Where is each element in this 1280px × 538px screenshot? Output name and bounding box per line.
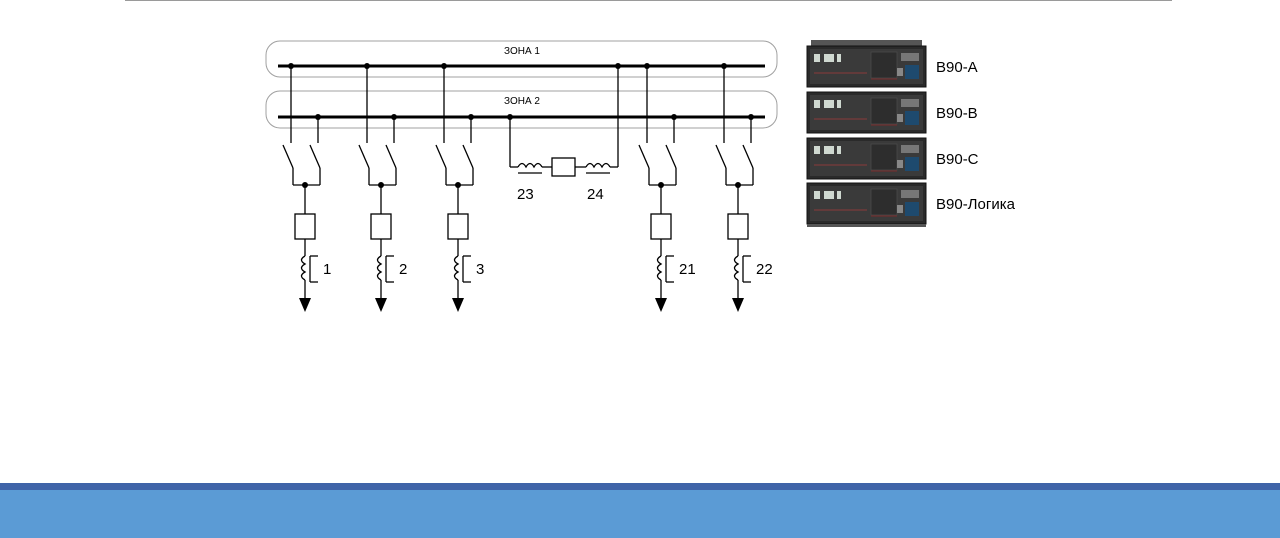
rack-bottom: [807, 224, 926, 227]
breaker-box: [447, 213, 469, 240]
breaker-box: [650, 213, 672, 240]
disconnector-2-blade: [665, 144, 677, 169]
zone-2-label: ЗОНА 2: [504, 96, 540, 107]
outgoing-arrow: [375, 298, 387, 312]
bottom-band-line: [0, 483, 1280, 490]
outgoing-arrow: [655, 298, 667, 312]
disconnector-2-blade: [462, 144, 474, 169]
disconnector-1-blade: [715, 144, 727, 169]
breaker-box: [294, 213, 316, 240]
bus-coupler: [507, 63, 621, 177]
feeder-3: [435, 63, 474, 312]
disconnector-2-blade: [309, 144, 321, 169]
relay-unit-1: [806, 45, 927, 88]
top-rule: [125, 0, 1172, 1]
zone-1-label: ЗОНА 1: [504, 46, 540, 57]
ct-label-23: 23: [517, 186, 534, 203]
rack-top: [811, 40, 922, 46]
ct-coil: [733, 255, 740, 281]
feeder-label: 22: [756, 261, 773, 278]
outgoing-arrow: [299, 298, 311, 312]
ct-coil: [453, 255, 460, 281]
outgoing-arrow: [732, 298, 744, 312]
feeder-label: 2: [399, 261, 407, 278]
disconnector-2-blade: [385, 144, 397, 169]
feeder-label: 3: [476, 261, 484, 278]
zone-1-boundary: [265, 40, 778, 78]
relay-unit-label: B90-Логика: [936, 196, 1016, 213]
relay-unit-3: [806, 137, 927, 180]
relay-rack: B90-A B90-B B90-C B90-Логика: [806, 40, 1016, 227]
coupler-ct-23: [517, 162, 543, 169]
relay-unit-2: [806, 91, 927, 134]
ct-coil: [376, 255, 383, 281]
zone-2-boundary: [265, 90, 778, 129]
coupler-ct-24: [585, 162, 611, 169]
disconnector-1-blade: [435, 144, 447, 169]
disconnector-1-blade: [282, 144, 294, 169]
ct-coil: [656, 255, 663, 281]
breaker-box: [727, 213, 749, 240]
feeder-label: 1: [323, 261, 331, 278]
feeder-22: [715, 63, 754, 312]
relay-unit-label: B90-C: [936, 151, 979, 168]
feeder-label: 21: [679, 261, 696, 278]
feeder-2: [358, 63, 397, 312]
disconnector-1-blade: [358, 144, 370, 169]
disconnector-2-blade: [742, 144, 754, 169]
relay-unit-4: [806, 182, 927, 225]
feeder-1: [282, 63, 321, 312]
ct-label-24: 24: [587, 186, 604, 203]
disconnector-1-blade: [638, 144, 650, 169]
ct-coil: [300, 255, 307, 281]
feeder-21: [638, 63, 677, 312]
relay-unit-label: B90-A: [936, 59, 978, 76]
bottom-band: [0, 483, 1280, 538]
breaker-box: [370, 213, 392, 240]
outgoing-arrow: [452, 298, 464, 312]
relay-unit-label: B90-B: [936, 105, 978, 122]
coupler-breaker: [551, 157, 576, 177]
